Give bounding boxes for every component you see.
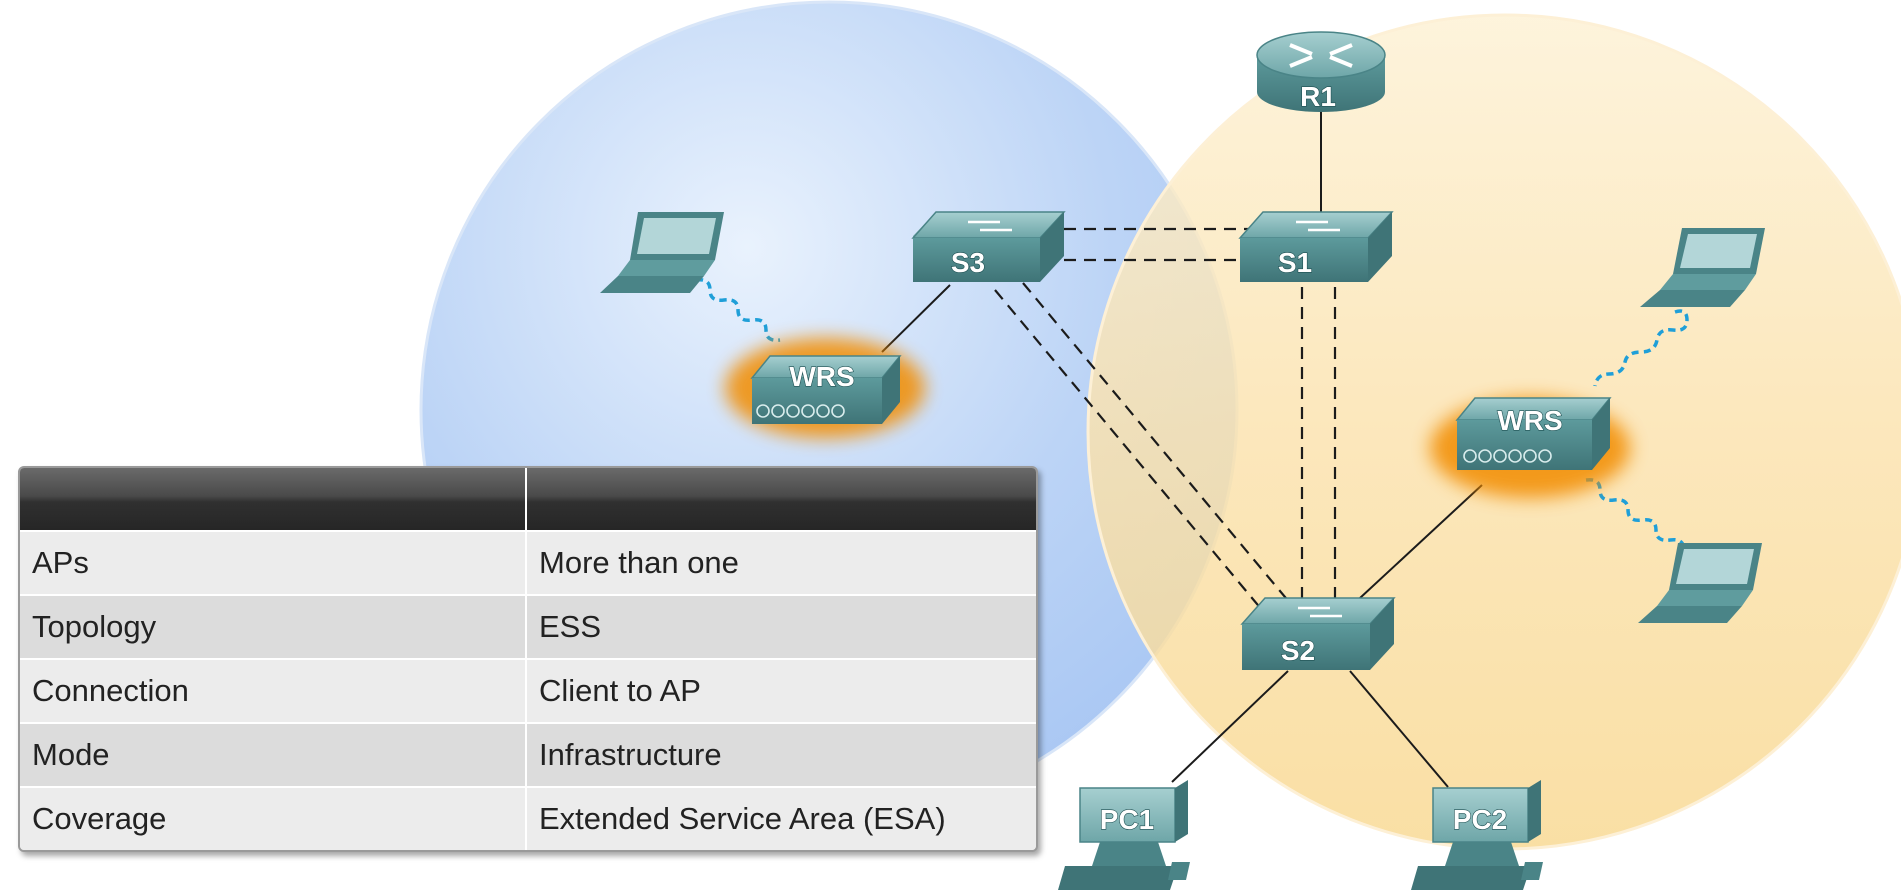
router-arrows-icon xyxy=(1289,43,1353,68)
row-label: APs xyxy=(20,532,527,594)
row-value: Client to AP xyxy=(539,673,701,708)
laptop-icon[interactable] xyxy=(1640,228,1765,307)
wireless-links xyxy=(695,277,1689,551)
wireless-topology-table: APs More than one Topology ESS Connectio… xyxy=(18,466,1038,852)
laptop-icon[interactable] xyxy=(600,212,724,293)
device-label-s1: S1 xyxy=(1278,247,1312,278)
row-value: ESS xyxy=(539,609,602,644)
table-header-cell xyxy=(527,468,1036,530)
wireless-router-right[interactable]: WRS xyxy=(1430,397,1630,498)
pc-pc1[interactable]: PC1 xyxy=(1058,780,1190,890)
table-row: APs More than one xyxy=(20,530,1036,594)
device-label-wrs-left: WRS xyxy=(789,361,854,392)
table-row: Topology ESS xyxy=(20,594,1036,658)
switch-arrows-icon xyxy=(1296,220,1340,232)
row-label: Connection xyxy=(20,660,527,722)
switch-s2[interactable]: S2 xyxy=(1240,597,1396,670)
wireless-router-left[interactable]: WRS xyxy=(725,338,925,438)
table-body: APs More than one Topology ESS Connectio… xyxy=(20,530,1036,850)
table-row: Connection Client to AP xyxy=(20,658,1036,722)
device-label-s3: S3 xyxy=(951,247,985,278)
row-label: Coverage xyxy=(20,788,527,850)
table-header-cell xyxy=(20,468,527,530)
switch-arrows-icon xyxy=(1298,606,1342,618)
device-label-pc1: PC1 xyxy=(1100,804,1154,835)
table-row: Coverage Extended Service Area (ESA) xyxy=(20,786,1036,850)
laptop-icon[interactable] xyxy=(1638,543,1762,623)
router-r1[interactable]: R1 xyxy=(1256,31,1386,113)
row-label: Topology xyxy=(20,596,527,658)
table-row: Mode Infrastructure xyxy=(20,722,1036,786)
dashed-links xyxy=(994,227,1337,611)
device-label-r1: R1 xyxy=(1300,81,1336,112)
device-label-s2: S2 xyxy=(1281,635,1315,666)
device-label-wrs-right: WRS xyxy=(1497,405,1562,436)
row-value: Infrastructure xyxy=(539,737,722,772)
device-label-pc2: PC2 xyxy=(1453,804,1507,835)
solid-links xyxy=(881,108,1483,788)
row-label: Mode xyxy=(20,724,527,786)
switch-arrows-icon xyxy=(968,220,1012,232)
antenna-ports-icon xyxy=(756,404,845,418)
pc-pc2[interactable]: PC2 xyxy=(1411,780,1543,890)
switch-s1[interactable]: S1 xyxy=(1238,211,1394,282)
row-value: Extended Service Area (ESA) xyxy=(539,801,946,836)
antenna-ports-icon xyxy=(1463,449,1552,463)
table-header xyxy=(20,468,1036,530)
row-value: More than one xyxy=(539,545,739,580)
switch-s3[interactable]: S3 xyxy=(911,211,1088,282)
